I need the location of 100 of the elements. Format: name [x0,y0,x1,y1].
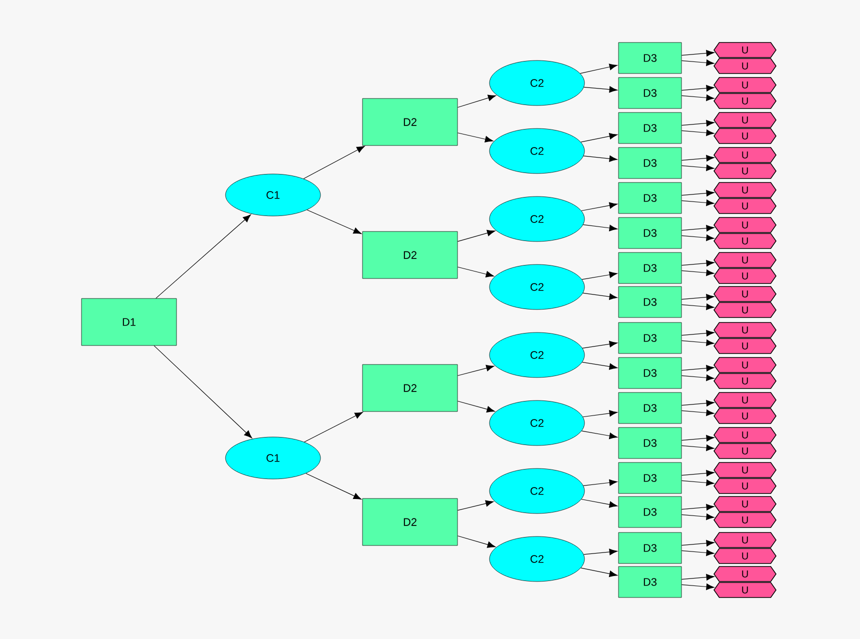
hexagon-node: U [714,427,776,443]
arrow [681,374,714,381]
arrow [681,154,714,162]
hexagon-node: U [714,532,776,548]
rectangle-node: D3 [618,322,682,354]
hexagon-node: U [714,512,776,528]
arrow [681,400,714,406]
rectangle-node: D2 [362,498,458,546]
ellipse-node: C2 [489,264,585,310]
arrow [457,94,496,108]
arrow [580,132,618,142]
ellipse-node: C1 [225,174,321,216]
arrow [582,410,618,418]
hexagon-node: U [714,163,776,179]
ellipse-node: C2 [489,400,585,446]
arrow [457,400,495,412]
arrow [582,224,618,232]
hexagon-node: U [714,112,776,128]
hexagon-node: U [714,233,776,249]
hexagon-node: U [714,128,776,144]
arrow [582,362,618,370]
ellipse-node: C2 [489,196,585,242]
rectangle-node: D2 [362,98,458,146]
rectangle-node: D3 [618,496,682,528]
arrow [681,444,714,451]
arrow [681,540,714,546]
rectangle-node: D3 [618,427,682,459]
hexagon-node: U [714,373,776,389]
hexagon-node: U [714,217,776,233]
hexagon-node: U [714,462,776,478]
arrow [583,155,618,162]
hexagon-node: U [714,268,776,284]
arrow [582,272,618,280]
arrow [583,548,618,556]
arrow [681,514,714,520]
hexagon-node: U [714,566,776,582]
hexagon-node: U [714,496,776,512]
rectangle-node: D3 [618,532,682,564]
rectangle-node: D3 [618,112,682,144]
arrow [681,200,714,206]
arrow [681,224,714,232]
arrow [457,230,496,242]
arrow [303,146,365,180]
hexagon-node: U [714,93,776,109]
hexagon-node: U [714,478,776,494]
arrow [457,536,496,548]
hexagon-node: U [714,42,776,58]
arrow [681,364,714,372]
hexagon-node: U [714,198,776,214]
rectangle-node: D3 [618,147,682,179]
arrow [681,434,714,442]
rectangle-node: D3 [618,357,682,389]
arrow [681,550,714,556]
arrow [681,470,714,476]
hexagon-node: U [714,408,776,424]
ellipse-node: C2 [489,332,585,378]
rectangle-node: D1 [81,298,177,346]
hexagon-node: U [714,357,776,373]
arrow [681,330,714,336]
hexagon-node: U [714,286,776,302]
rectangle-node: D3 [618,392,682,424]
arrow [681,94,714,101]
arrow [580,568,618,578]
arrow [581,202,618,212]
arrow [681,120,714,126]
arrow [154,345,252,438]
arrow [580,64,618,74]
rectangle-node: D3 [618,42,682,74]
arrow [156,214,251,299]
rectangle-node: D3 [618,252,682,284]
rectangle-node: D3 [618,286,682,318]
arrow [681,480,714,486]
arrow [304,412,363,442]
ellipse-node: C2 [489,468,585,514]
ellipse-node: C2 [489,128,585,174]
arrow [457,266,494,278]
ellipse-node: C2 [489,536,585,582]
arrow [681,50,714,56]
hexagon-node: U [714,77,776,93]
arrow [681,504,714,510]
arrow [681,304,714,310]
arrow [681,340,714,346]
ellipse-node: C2 [489,60,585,106]
hexagon-node: U [714,392,776,408]
rectangle-node: D3 [618,182,682,214]
hexagon-node: U [714,322,776,338]
arrow [681,574,714,580]
arrow [457,364,494,376]
arrow [306,210,362,234]
arrow [681,270,714,276]
rectangle-node: D2 [362,364,458,412]
arrow [457,132,494,142]
arrow [581,498,618,508]
rectangle-node: D3 [618,217,682,249]
hexagon-node: U [714,548,776,564]
arrow [681,410,714,416]
arrow [681,130,714,136]
hexagon-node: U [714,58,776,74]
arrow [583,479,618,486]
rectangle-node: D3 [618,77,682,109]
